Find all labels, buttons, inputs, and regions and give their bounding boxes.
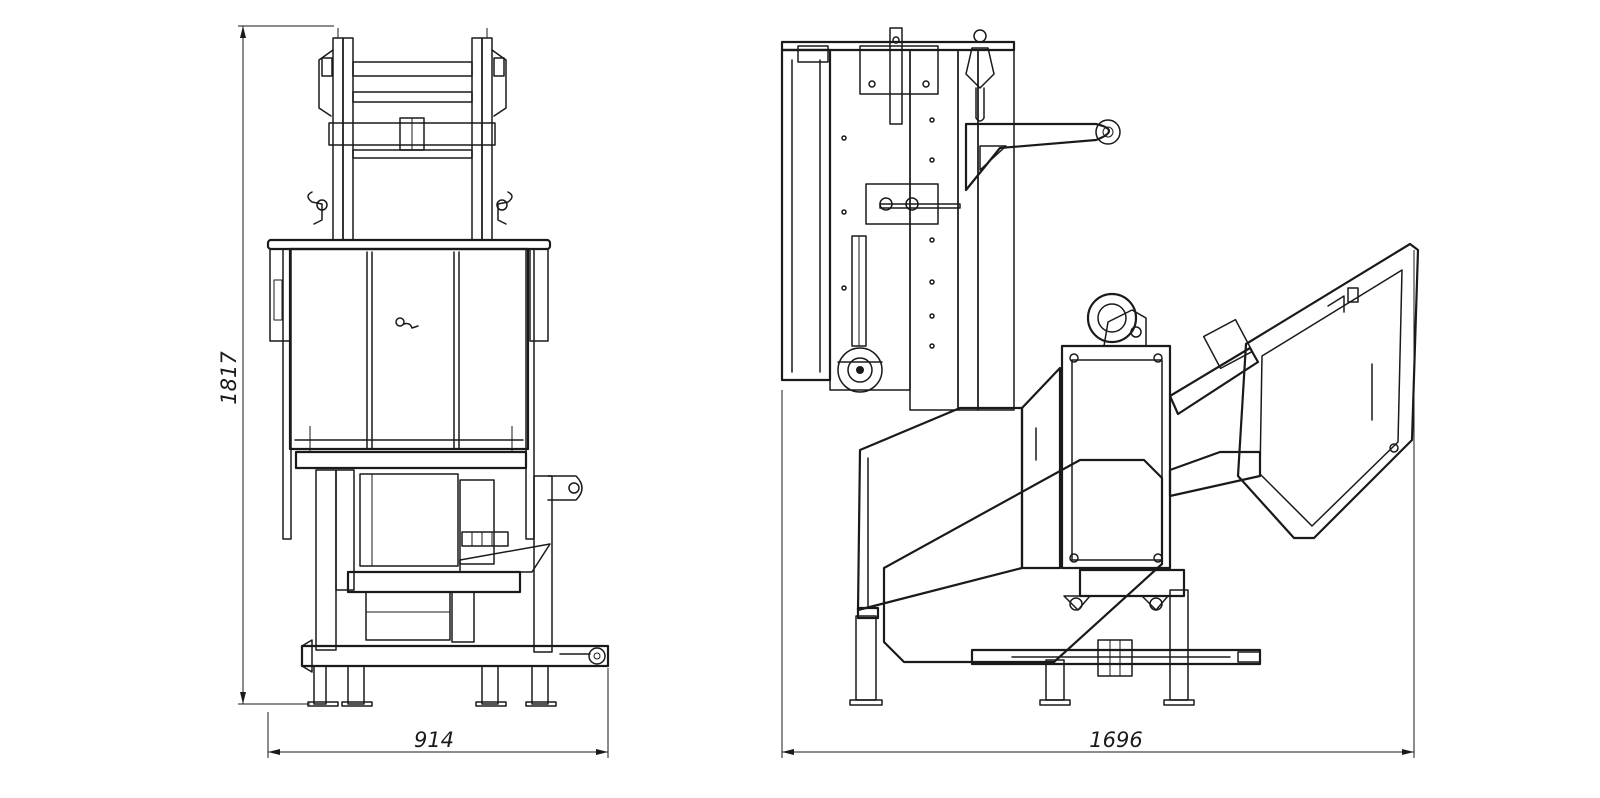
side-infeed [856, 366, 1164, 664]
front-width-label: 914 [414, 728, 454, 752]
side-dimensions [781, 250, 1415, 758]
front-lower-frame [294, 426, 610, 707]
front-hopper [266, 238, 552, 540]
side-chipper-box [1060, 344, 1172, 570]
front-mast [307, 28, 513, 241]
front-view: 1817 914 [217, 25, 610, 758]
side-width-label: 1696 [1089, 728, 1142, 752]
side-discharge [1168, 242, 1420, 540]
side-column [780, 27, 1121, 411]
front-height-label: 1817 [217, 351, 241, 405]
side-view: 1696 [780, 27, 1420, 758]
front-dimensions [238, 25, 609, 758]
side-base [849, 568, 1262, 706]
side-winch [1086, 292, 1147, 347]
